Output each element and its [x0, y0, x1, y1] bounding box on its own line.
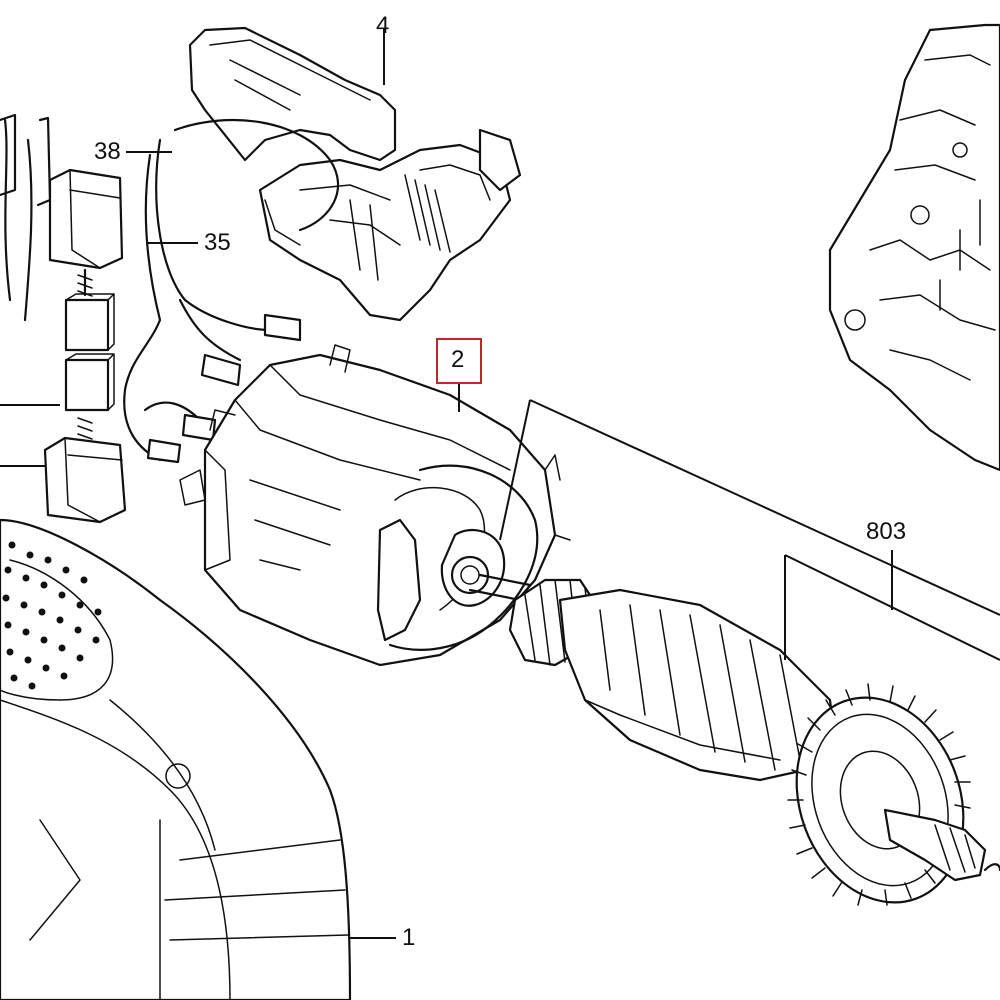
callout-38: 38 — [94, 138, 121, 165]
switch-assembly — [188, 26, 522, 322]
carbon-brush-lower — [64, 353, 115, 412]
callout-1: 1 — [402, 924, 416, 951]
vent-pattern — [2, 541, 102, 690]
field-stator — [179, 344, 571, 667]
housing-body — [0, 518, 352, 1000]
callout-803: 803 — [866, 518, 907, 545]
callout-2: 2 — [451, 346, 465, 373]
callout-4: 4 — [376, 12, 390, 39]
callout-leaders — [0, 28, 1000, 939]
lead-wires — [0, 113, 52, 322]
highlight-box — [436, 338, 482, 384]
carbon-brush-upper — [64, 293, 115, 352]
armature — [468, 573, 1000, 906]
brush-holder-upper — [48, 168, 124, 297]
brush-holder-lower — [43, 417, 127, 524]
cable-loops — [123, 118, 340, 464]
callout-35: 35 — [204, 229, 231, 256]
housing-half-right — [828, 23, 1000, 472]
